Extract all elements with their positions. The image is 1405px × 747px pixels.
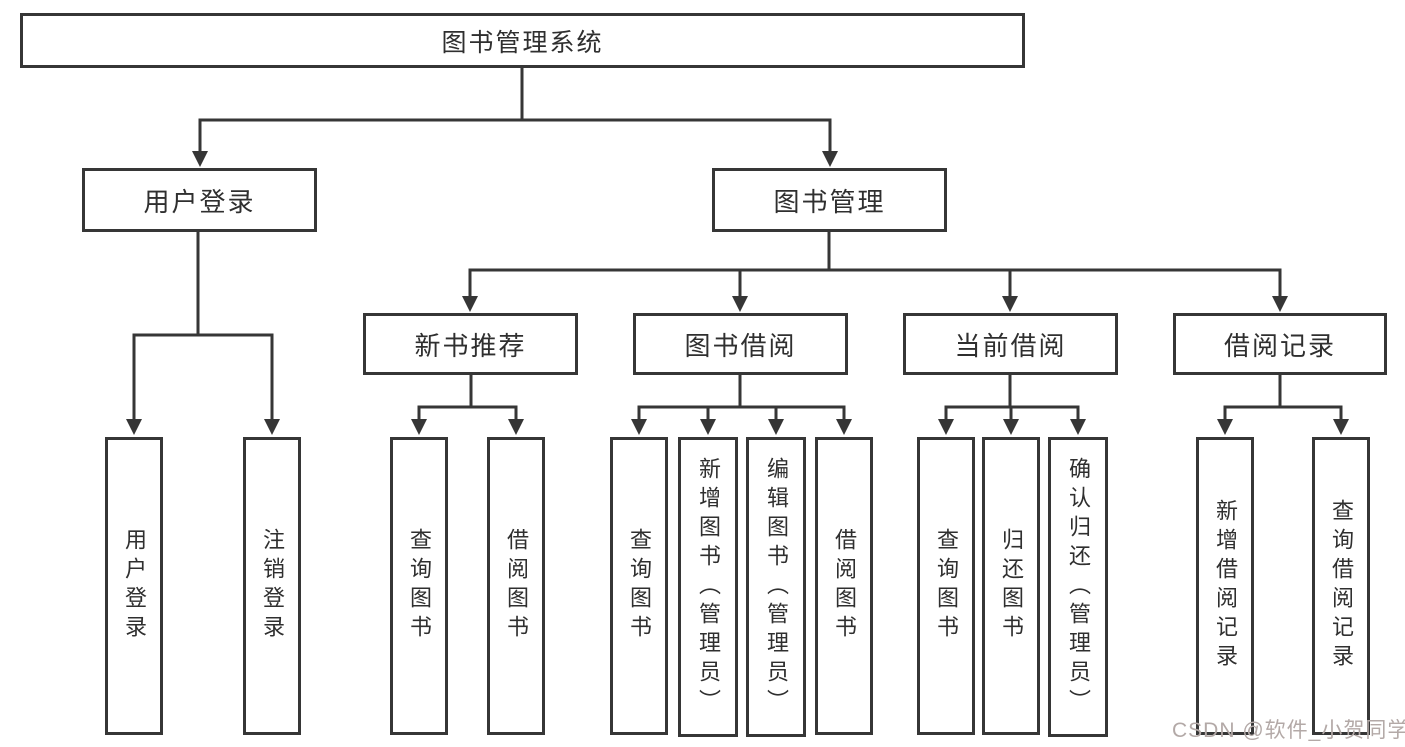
leaf-current-confirm-return-admin-label: 确认归还（管理员） — [1066, 456, 1091, 718]
user-login-connector — [126, 232, 280, 435]
node-current-borrow: 当前借阅 — [903, 313, 1118, 375]
leaf-logout-login-label: 注销登录 — [260, 528, 285, 644]
node-book-mgmt-label: 图书管理 — [773, 186, 886, 217]
leaf-borrow-add-books-admin: 新增图书（管理员） — [678, 437, 738, 737]
node-new-book-recommend: 新书推荐 — [363, 313, 578, 375]
leaf-borrow-query-books: 查询图书 — [610, 437, 668, 735]
leaf-current-return-books: 归还图书 — [982, 437, 1040, 735]
node-root: 图书管理系统 — [20, 13, 1025, 68]
watermark-text: CSDN @软件_小贺同学 — [1172, 719, 1405, 742]
leaf-logout-login: 注销登录 — [243, 437, 301, 735]
book-borrow-connector — [631, 375, 852, 435]
leaf-newbook-query-books: 查询图书 — [390, 437, 448, 735]
leaf-record-add-borrow-record: 新增借阅记录 — [1196, 437, 1254, 735]
node-book-borrow-label: 图书借阅 — [684, 330, 797, 361]
leaf-current-return-books-label: 归还图书 — [999, 528, 1024, 644]
leaf-borrow-query-books-label: 查询图书 — [627, 528, 652, 644]
leaf-borrow-add-books-admin-label: 新增图书（管理员） — [696, 456, 721, 718]
node-new-book-label: 新书推荐 — [414, 330, 527, 361]
current-borrow-connector — [938, 375, 1086, 435]
leaf-borrow-borrow-books-label: 借阅图书 — [832, 528, 857, 644]
node-root-label: 图书管理系统 — [441, 28, 604, 57]
leaf-borrow-edit-books-admin: 编辑图书（管理员） — [746, 437, 806, 737]
leaf-borrow-edit-books-admin-label: 编辑图书（管理员） — [764, 456, 789, 718]
leaf-record-query-borrow-record: 查询借阅记录 — [1312, 437, 1370, 735]
leaf-record-add-borrow-record-label: 新增借阅记录 — [1213, 499, 1238, 673]
node-user-login-label: 用户登录 — [143, 186, 256, 217]
leaf-user-login: 用户登录 — [105, 437, 163, 735]
root-connector — [192, 68, 838, 167]
leaf-record-query-borrow-record-label: 查询借阅记录 — [1329, 499, 1354, 673]
node-book-borrow: 图书借阅 — [633, 313, 848, 375]
node-current-borrow-label: 当前借阅 — [954, 330, 1067, 361]
node-borrow-record-label: 借阅记录 — [1223, 330, 1336, 361]
leaf-borrow-borrow-books: 借阅图书 — [815, 437, 873, 735]
node-borrow-record: 借阅记录 — [1173, 313, 1387, 375]
leaf-newbook-query-books-label: 查询图书 — [407, 528, 432, 644]
leaf-current-query-books-label: 查询图书 — [934, 528, 959, 644]
leaf-user-login-label: 用户登录 — [122, 528, 147, 644]
leaf-current-query-books: 查询图书 — [917, 437, 975, 735]
borrow-record-connector — [1217, 375, 1349, 435]
leaf-newbook-borrow-books-label: 借阅图书 — [504, 528, 529, 644]
book-mgmt-connector — [462, 232, 1288, 312]
node-user-login: 用户登录 — [82, 168, 317, 232]
new-book-connector — [411, 375, 524, 435]
leaf-newbook-borrow-books: 借阅图书 — [487, 437, 545, 735]
leaf-current-confirm-return-admin: 确认归还（管理员） — [1048, 437, 1108, 737]
node-book-mgmt: 图书管理 — [712, 168, 947, 232]
